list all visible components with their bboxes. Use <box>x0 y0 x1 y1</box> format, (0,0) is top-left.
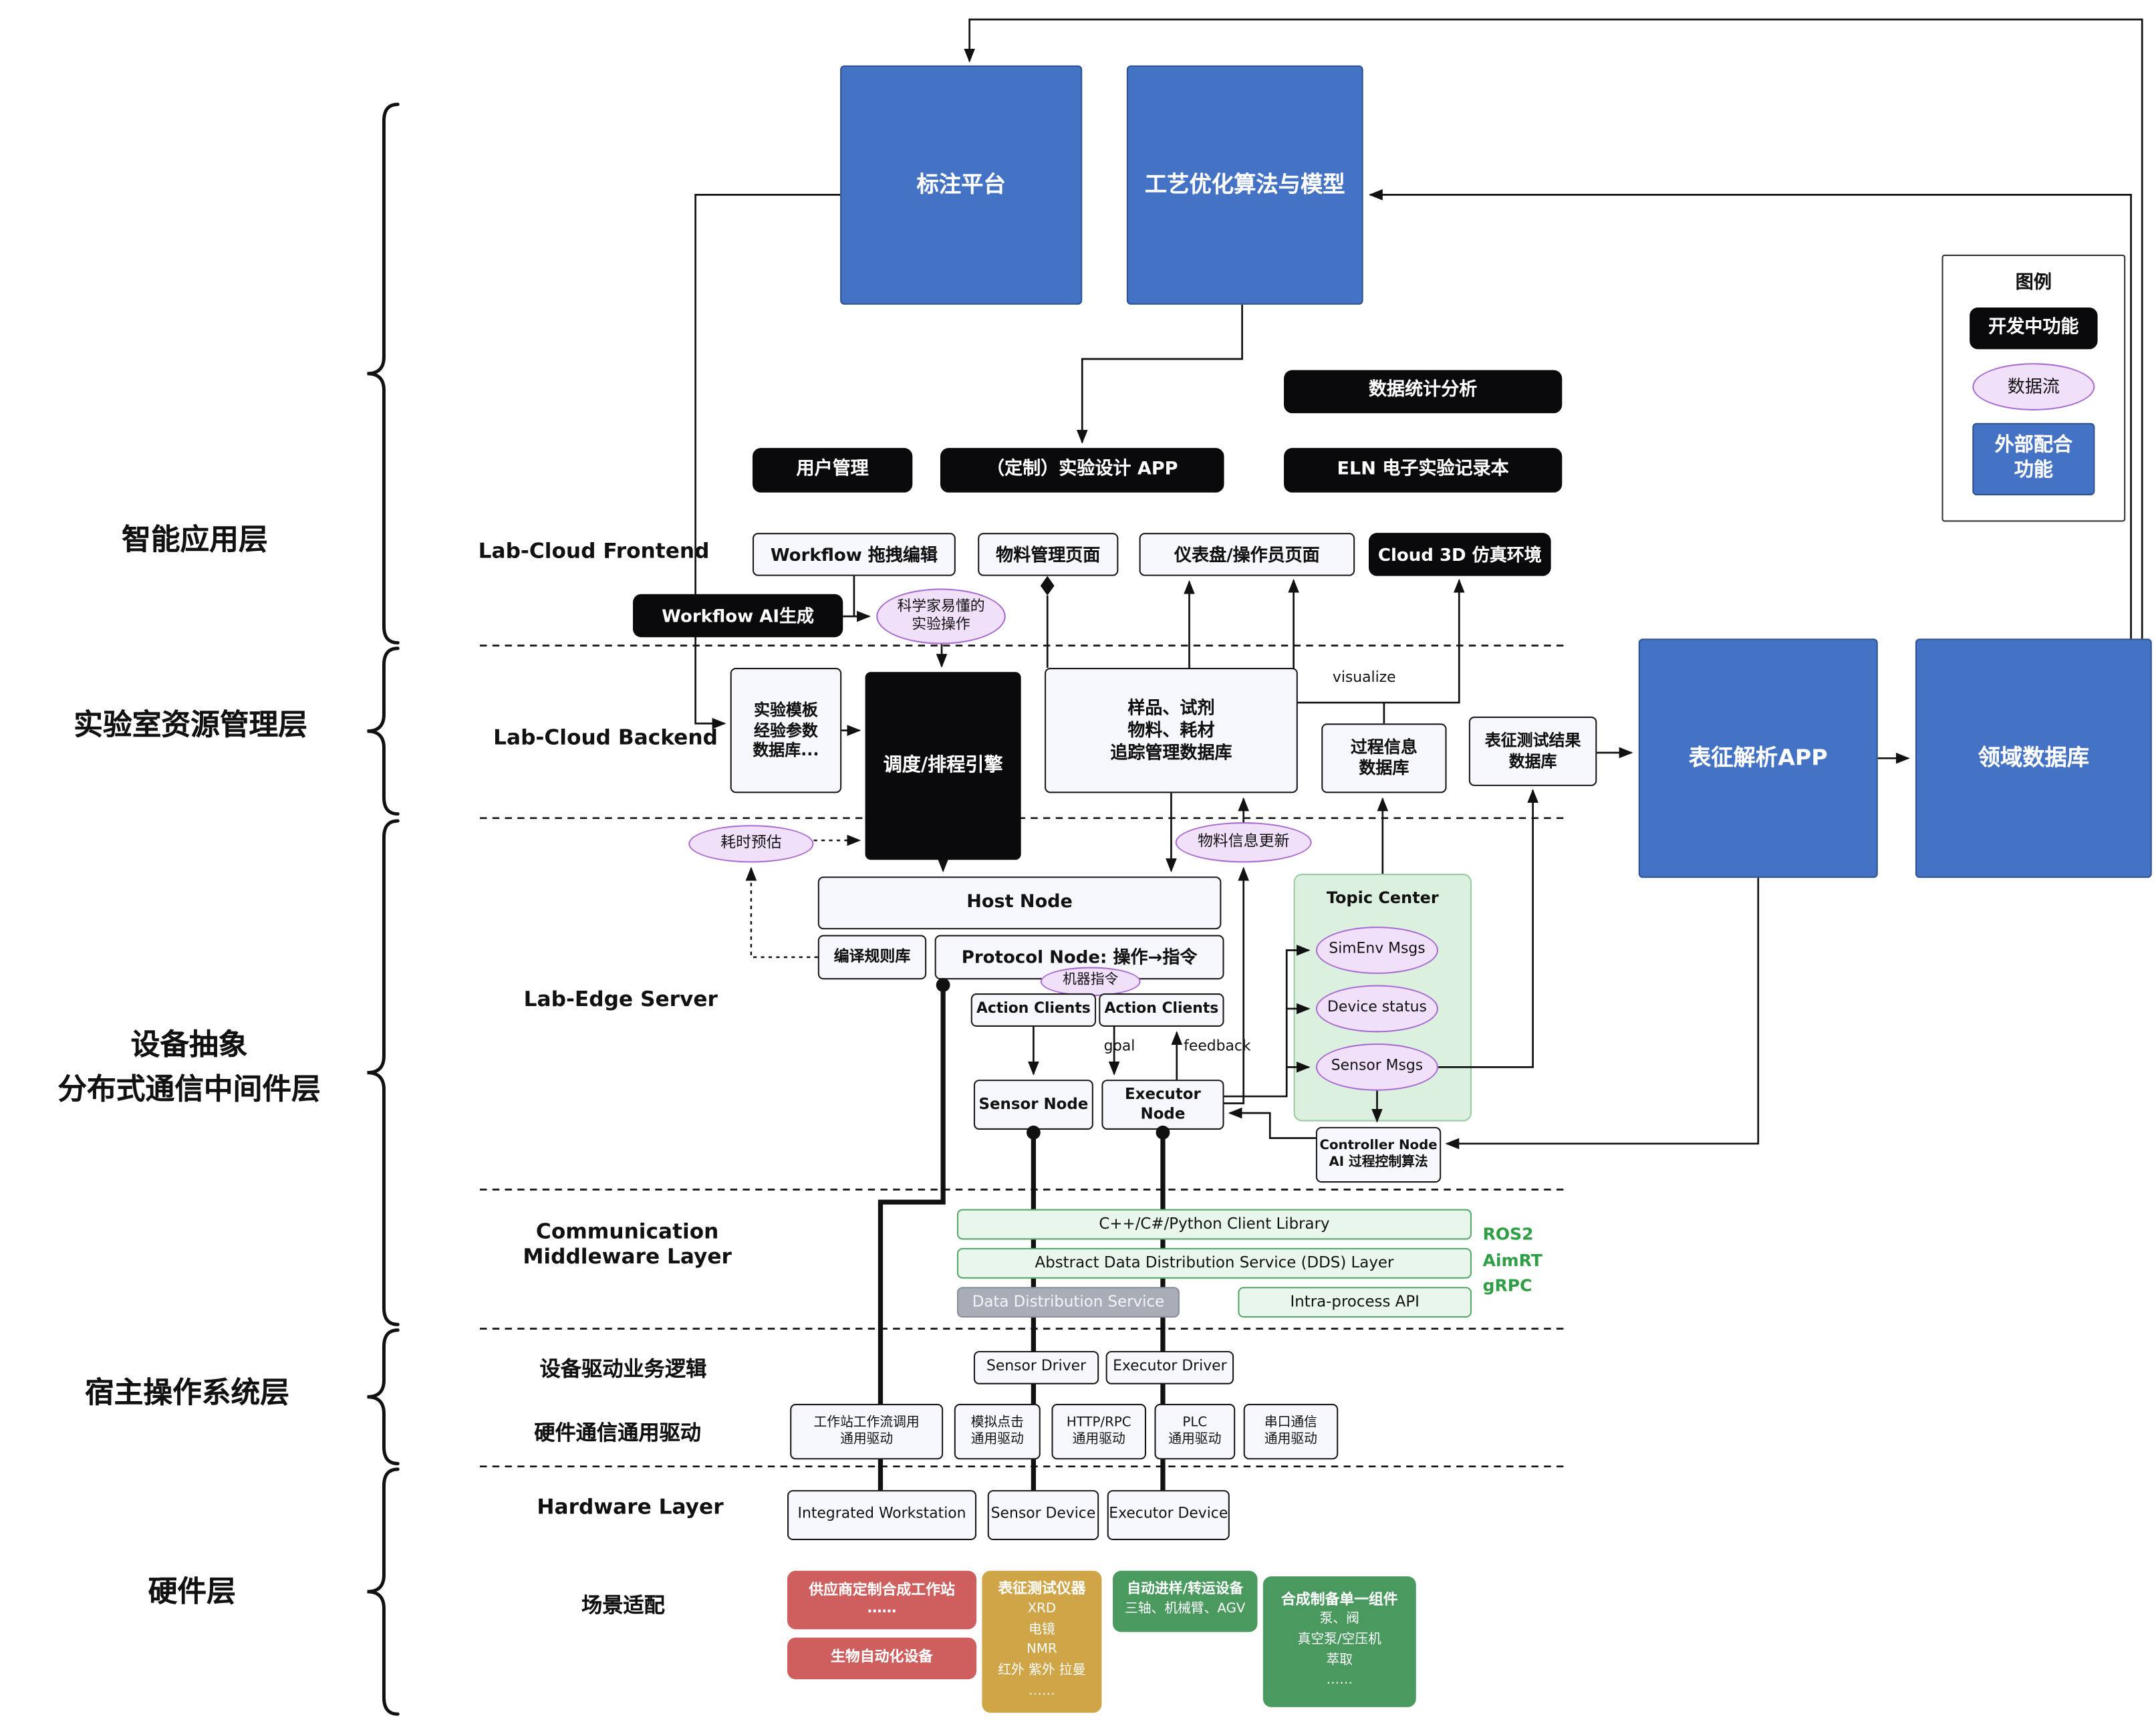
user-mgmt-node: 用户管理 <box>752 448 913 493</box>
char-instruments-items: XRD 电镜 NMR 红外 紫外 拉曼 …… <box>998 1601 1086 1699</box>
edge-section-label: Lab-Edge Server <box>523 986 718 1012</box>
layer-label-hardware: 硬件层 <box>148 1575 236 1608</box>
material-page-node: 物料管理页面 <box>978 533 1119 576</box>
layer-label-resource: 实验室资源管理层 <box>74 708 307 742</box>
action-clients-right-node: Action Clients <box>1099 993 1224 1027</box>
dds-abstract-bar: Abstract Data Distribution Service (DDS)… <box>956 1247 1472 1279</box>
aggregation-diamond <box>1040 576 1055 596</box>
serial-driver-node: 串口通信 通用驱动 <box>1243 1404 1339 1460</box>
dotted-connectors <box>745 834 861 959</box>
vendor-workstation-node: 供应商定制合成工作站 …… <box>787 1570 977 1630</box>
legend-data-flow: 数据流 <box>1972 363 2095 410</box>
cloud-3d-node: Cloud 3D 仿真环境 <box>1368 533 1551 576</box>
dds-service-bar: Data Distribution Service <box>956 1287 1180 1318</box>
client-library-bar: C++/C#/Python Client Library <box>956 1209 1472 1240</box>
layer-label-app: 智能应用层 <box>122 523 268 557</box>
action-clients-left-node: Action Clients <box>970 993 1097 1027</box>
sensor-node: Sensor Node <box>973 1080 1093 1130</box>
compile-rules-node: 编译规则库 <box>817 935 927 980</box>
process-db-node: 过程信息 数据库 <box>1321 723 1447 793</box>
dashboard-page-node: 仪表盘/操作员页面 <box>1139 533 1355 576</box>
driver-logic-label: 设备驱动业务逻辑 <box>539 1356 707 1382</box>
transfer-equipment-node: 自动进样/转运设备 三轴、机械臂、AGV <box>1113 1570 1258 1632</box>
transfer-title: 自动进样/转运设备 <box>1127 1582 1244 1598</box>
process-db-to-dashboard <box>1288 578 1385 724</box>
process-opt-to-exp-design <box>1076 304 1243 444</box>
visualize-label: visualize <box>1332 669 1396 687</box>
workstation-trunk <box>878 983 946 1491</box>
device-status-bubble: Device status <box>1315 985 1439 1033</box>
annotation-to-template-db <box>694 194 841 729</box>
eln-node: ELN 电子实验记录本 <box>1284 448 1563 493</box>
material-update-bubble: 物料信息更新 <box>1175 822 1312 863</box>
transfer-items: 三轴、机械臂、AGV <box>1125 1601 1246 1617</box>
http-driver-node: HTTP/RPC 通用驱动 <box>1051 1404 1146 1460</box>
component-items: 泵、阀 真空泵/空压机 萃取 …… <box>1297 1611 1381 1689</box>
char-app-node: 表征解析APP <box>1638 638 1878 878</box>
click-driver-node: 模拟点击 通用驱动 <box>954 1404 1041 1460</box>
compile-rules-to-time-estimate <box>745 866 818 959</box>
controller-node: Controller Node AI 过程控制算法 <box>1315 1126 1442 1183</box>
component-title: 合成制备单一组件 <box>1281 1591 1398 1608</box>
char-app-to-controller <box>1445 878 1760 1150</box>
layer-braces <box>367 102 400 1716</box>
executor-node: Executor Node <box>1101 1080 1224 1130</box>
frontend-section-label: Lab-Cloud Frontend <box>478 538 710 564</box>
domain-db-node: 领域数据库 <box>1915 638 2152 878</box>
executor-to-material-update <box>1224 866 1250 1104</box>
time-estimate-bubble: 耗时预估 <box>688 825 814 863</box>
intra-process-bar: Intra-process API <box>1238 1287 1472 1318</box>
result-db-node: 表征测试结果 数据库 <box>1468 716 1597 786</box>
simenv-msgs-bubble: SimEnv Msgs <box>1315 927 1439 974</box>
char-instruments-node: 表征测试仪器 XRD 电镜 NMR 红外 紫外 拉曼 …… <box>982 1570 1102 1713</box>
data-flow-connectors <box>694 18 2143 1150</box>
goal-label: goal <box>1103 1037 1135 1055</box>
annotation-platform-node: 标注平台 <box>840 65 1083 305</box>
sensor-device-node: Sensor Device <box>987 1490 1099 1540</box>
sensor-msgs-bubble: Sensor Msgs <box>1315 1043 1439 1091</box>
sample-db-node: 样品、试剂 物料、耗材 追踪管理数据库 <box>1045 668 1298 793</box>
layer-label-host-os: 宿主操作系统层 <box>84 1376 289 1410</box>
workflow-editor-node: Workflow 拖拽编辑 <box>752 533 956 576</box>
sensor-driver-node: Sensor Driver <box>973 1350 1099 1384</box>
process-db-to-cloud3d <box>1383 578 1465 704</box>
executor-device-node: Executor Device <box>1107 1490 1230 1540</box>
frameworks-label: ROS2 AimRT gRPC <box>1482 1224 1542 1296</box>
integrated-workstation-node: Integrated Workstation <box>787 1490 977 1540</box>
sci-ops-bubble: 科学家易懂的 实验操作 <box>876 588 1006 644</box>
legend-in-development: 开发中功能 <box>1970 307 2098 350</box>
host-node: Host Node <box>817 876 1222 930</box>
layer-separators <box>480 644 1569 1468</box>
plc-driver-node: PLC 通用驱动 <box>1154 1404 1236 1460</box>
domain-db-to-annotation <box>964 18 2143 639</box>
bio-equipment-node: 生物自动化设备 <box>787 1637 977 1680</box>
ws-driver-node: 工作站工作流调用 通用驱动 <box>790 1404 944 1460</box>
workflow-ai-node: Workflow AI生成 <box>632 594 843 638</box>
middleware-section-label: Communication Middleware Layer <box>523 1219 732 1269</box>
topic-center-title: Topic Center <box>1326 887 1439 908</box>
data-stats-node: 数据统计分析 <box>1284 370 1563 414</box>
component-node: 合成制备单一组件 泵、阀 真空泵/空压机 萃取 …… <box>1262 1576 1416 1707</box>
exp-design-app-node: （定制）实验设计 APP <box>940 448 1224 493</box>
process-optimization-node: 工艺优化算法与模型 <box>1126 65 1363 305</box>
hardware-section-label: Hardware Layer <box>537 1494 724 1519</box>
layer-label-device-mw: 设备抽象 分布式通信中间件层 <box>57 1028 321 1106</box>
executor-driver-node: Executor Driver <box>1105 1350 1234 1384</box>
scenario-label: 场景适配 <box>581 1593 665 1618</box>
feedback-label: feedback <box>1184 1037 1251 1055</box>
template-db-node: 实验模板 经验参数 数据库... <box>730 668 842 793</box>
controller-to-executor <box>1228 1107 1316 1139</box>
backend-section-label: Lab-Cloud Backend <box>493 725 718 750</box>
legend-external-function: 外部配合 功能 <box>1972 422 2095 495</box>
char-instruments-title: 表征测试仪器 <box>998 1581 1086 1598</box>
hw-driver-label: 硬件通信通用驱动 <box>534 1421 702 1446</box>
scheduler-node: 调度/排程引擎 <box>865 672 1021 860</box>
legend-title: 图例 <box>2015 272 2052 294</box>
machine-cmd-bubble: 机器指令 <box>1040 967 1141 997</box>
domain-db-to-process-opt <box>1368 189 2132 639</box>
